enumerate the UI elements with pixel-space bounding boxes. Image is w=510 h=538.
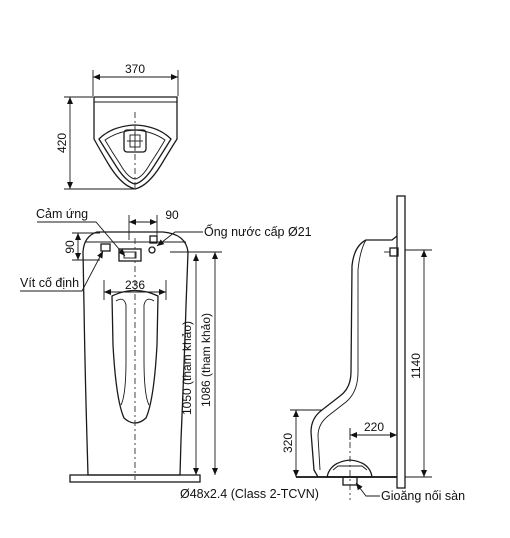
front-view-body [82, 231, 189, 476]
top-view: 370 420 [55, 62, 179, 190]
screw-label: Vít cố định [20, 276, 79, 290]
depth-dimension-text: 420 [55, 133, 69, 153]
wall [396, 195, 406, 489]
height-b-dimension-text: 1086 (tham khảo) [199, 313, 213, 407]
front-view: Cảm ứng 90 Ống nước cấp Ø21 90 Vít cố đị… [20, 207, 319, 501]
sensor-box [118, 248, 142, 262]
right-screw-icon [149, 235, 158, 244]
drain-label: Ø48x2.4 (Class 2-TCVN) [180, 487, 319, 501]
front-view-bowl [111, 289, 159, 424]
height-a-dimension-text: 1050 (tham khảo) [180, 321, 194, 415]
side-view: 220 320 1140 Gioăng nối sàn [281, 195, 465, 503]
total-height-dimension-text: 1140 [409, 353, 423, 379]
width-dimension-text: 370 [125, 62, 145, 76]
seal-label: Gioăng nối sàn [381, 489, 465, 503]
side-view-body [310, 235, 398, 478]
top-view-outline [93, 96, 178, 190]
left-offset-dimension-text: 90 [63, 240, 77, 254]
sensor-label: Cảm ứng [36, 207, 88, 221]
drain-height-dimension-text: 320 [281, 433, 295, 453]
left-screw-icon [100, 243, 111, 252]
pipe-inlet-icon [148, 246, 156, 254]
front-base-plate [69, 474, 201, 483]
drain-offset-dimension-text: 220 [364, 420, 384, 434]
top-view-bowl [98, 124, 172, 185]
offset-top-dimension-text: 90 [165, 208, 179, 222]
pipe-label: Ống nước cấp Ø21 [204, 224, 312, 239]
